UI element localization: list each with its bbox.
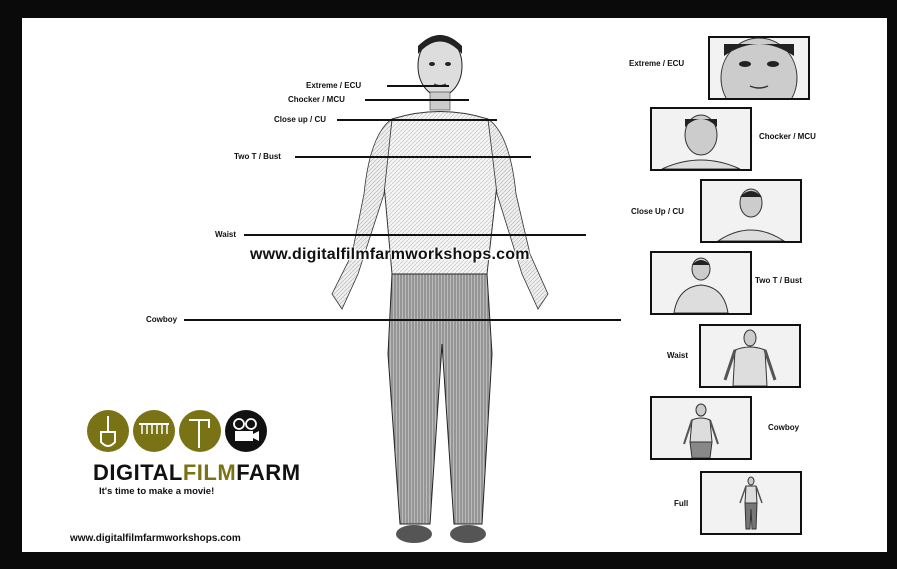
thumb-label-mcu: Chocker / MCU (759, 132, 816, 141)
shot-line-ecu (387, 85, 449, 87)
thumb-label-cu: Close Up / CU (631, 207, 684, 216)
watermark-url: www.digitalfilmfarmworkshops.com (250, 246, 530, 264)
poster-canvas: Extreme / ECU Chocker / MCU Close up / C… (22, 18, 887, 552)
thumb-full (700, 471, 802, 535)
logo-title-film: FILM (183, 460, 236, 485)
hoe-icon (179, 410, 221, 452)
rake-icon (133, 410, 175, 452)
shot-label-ecu: Extreme / ECU (306, 81, 361, 90)
digital-film-farm-logo: DIGITALFILMFARM It's time to make a movi… (87, 408, 287, 508)
shot-line-bust (295, 156, 531, 158)
thumb-ecu (708, 36, 810, 100)
logo-title-farm: FARM (236, 460, 300, 485)
shot-label-waist: Waist (215, 230, 236, 239)
thumb-bust (650, 251, 752, 315)
shot-line-waist (244, 234, 586, 236)
shot-line-mcu (365, 99, 469, 101)
shot-label-mcu: Chocker / MCU (288, 95, 345, 104)
thumb-cu (700, 179, 802, 243)
thumb-cowboy (650, 396, 752, 460)
shot-label-bust: Two T / Bust (234, 152, 281, 161)
shot-line-cowboy (184, 319, 621, 321)
shot-label-cowboy: Cowboy (146, 315, 177, 324)
thumb-label-cowboy: Cowboy (768, 423, 799, 432)
thumb-waist (699, 324, 801, 388)
thumb-label-full: Full (674, 499, 688, 508)
thumb-label-ecu: Extreme / ECU (629, 59, 684, 68)
thumb-label-waist: Waist (667, 351, 688, 360)
logo-tagline: It's time to make a movie! (99, 486, 214, 497)
footer-url: www.digitalfilmfarmworkshops.com (70, 533, 241, 544)
shovel-icon (87, 410, 129, 452)
logo-title: DIGITALFILMFARM (93, 460, 301, 486)
shot-line-cu (337, 119, 497, 121)
logo-title-digital: DIGITAL (93, 460, 183, 485)
shot-label-cu: Close up / CU (274, 115, 326, 124)
thumb-label-bust: Two T / Bust (755, 276, 802, 285)
camera-icon (225, 410, 267, 452)
thumb-mcu (650, 107, 752, 171)
